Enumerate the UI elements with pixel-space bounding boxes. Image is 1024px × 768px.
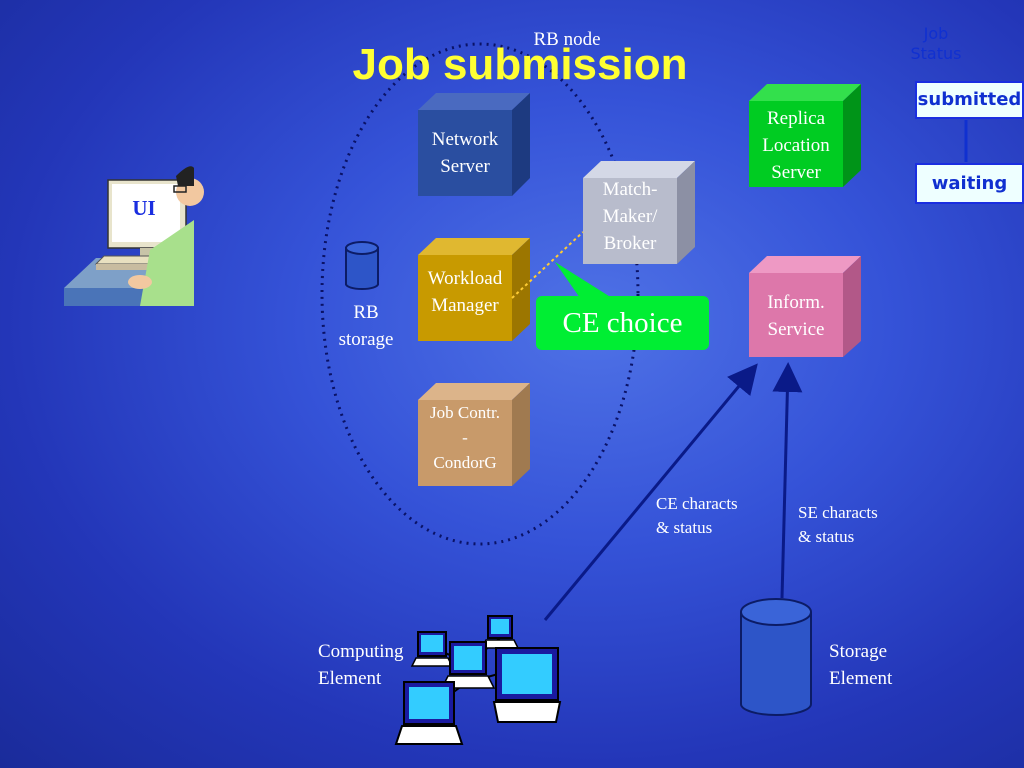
matchmaker-box[interactable] xyxy=(583,161,695,264)
rb-storage-label: RB storage xyxy=(326,299,406,353)
storage-element-cylinder[interactable] xyxy=(740,598,812,716)
inform-service-line-1: Inform. xyxy=(767,292,825,313)
workload-manager-box[interactable] xyxy=(418,238,530,341)
network-server-line-1: Network xyxy=(431,129,499,150)
computing-element-cluster[interactable] xyxy=(394,615,562,745)
ce-choice-callout-pointer xyxy=(555,262,612,298)
replica-location-line-3: Server xyxy=(771,162,821,183)
rb-node-label: RB node xyxy=(533,29,601,50)
job-status-heading-line-1: Job xyxy=(923,24,949,43)
workload-manager-line-2: Manager xyxy=(431,295,499,316)
ce-computer-4 xyxy=(492,647,562,723)
ui-label: UI xyxy=(132,196,156,220)
replica-location-line-1: Replica xyxy=(766,108,826,129)
storage-element-label: Storage Element xyxy=(829,638,929,692)
computing-element-line-1: Computing xyxy=(318,641,404,662)
se-to-inform-arrow xyxy=(772,362,803,599)
job-controller-line-2: - xyxy=(462,428,468,447)
network-server-line-2: Server xyxy=(440,156,490,177)
network-server-label: Network Server xyxy=(418,126,512,180)
se-characts-line-1: SE characts xyxy=(798,503,878,522)
computing-element-line-2: Element xyxy=(318,668,382,689)
page-title: Job submission xyxy=(352,40,688,89)
ce-computer-2 xyxy=(410,631,454,667)
ce-characts-line-1: CE characts xyxy=(656,494,738,513)
inform-service-box[interactable] xyxy=(749,256,861,357)
status-submitted: submitted xyxy=(915,81,1024,119)
ce-characts-label: CE characts & status xyxy=(656,492,776,540)
ce-choice-callout: CE choice xyxy=(536,296,709,350)
job-controller-box[interactable] xyxy=(418,383,530,486)
rb-storage-line-2: storage xyxy=(338,329,394,350)
rb-storage-line-1: RB xyxy=(353,302,379,323)
workload-manager-line-1: Workload xyxy=(427,268,503,289)
replica-location-line-2: Location xyxy=(762,135,830,156)
job-controller-line-1: Job Contr. xyxy=(430,403,500,422)
job-controller-line-3: CondorG xyxy=(433,453,497,472)
ui-workstation-icon[interactable] xyxy=(64,166,204,306)
matchmaker-line-2: Maker/ xyxy=(602,206,658,227)
ce-computer-5 xyxy=(394,681,464,745)
se-characts-label: SE characts & status xyxy=(798,501,918,549)
matchmaker-line-3: Broker xyxy=(603,233,657,254)
status-waiting: waiting xyxy=(915,163,1024,204)
ce-computer-1 xyxy=(480,615,520,649)
job-status-heading-line-2: Status xyxy=(910,44,962,63)
job-status-heading: Job Status xyxy=(896,24,976,64)
rb-node-boundary xyxy=(320,42,640,546)
replica-location-server-label: Replica Location Server xyxy=(749,105,843,186)
ce-to-inform-arrow xyxy=(543,363,758,621)
computing-element-label: Computing Element xyxy=(318,638,418,692)
replica-location-server-box[interactable] xyxy=(749,84,861,187)
matchmaker-line-1: Match- xyxy=(602,179,658,200)
se-characts-line-2: & status xyxy=(798,527,855,546)
rb-storage-cylinder[interactable] xyxy=(345,241,379,290)
inform-service-line-2: Service xyxy=(767,319,825,340)
wm-matchmaker-link xyxy=(511,231,584,299)
ce-characts-line-2: & status xyxy=(656,518,713,537)
inform-service-label: Inform. Service xyxy=(749,289,843,343)
matchmaker-label: Match- Maker/ Broker xyxy=(583,176,677,257)
storage-element-line-2: Element xyxy=(829,668,893,689)
workload-manager-label: Workload Manager xyxy=(418,265,512,319)
network-server-box[interactable] xyxy=(418,93,530,196)
job-controller-label: Job Contr. - CondorG xyxy=(414,400,516,475)
storage-element-line-1: Storage xyxy=(829,641,888,662)
